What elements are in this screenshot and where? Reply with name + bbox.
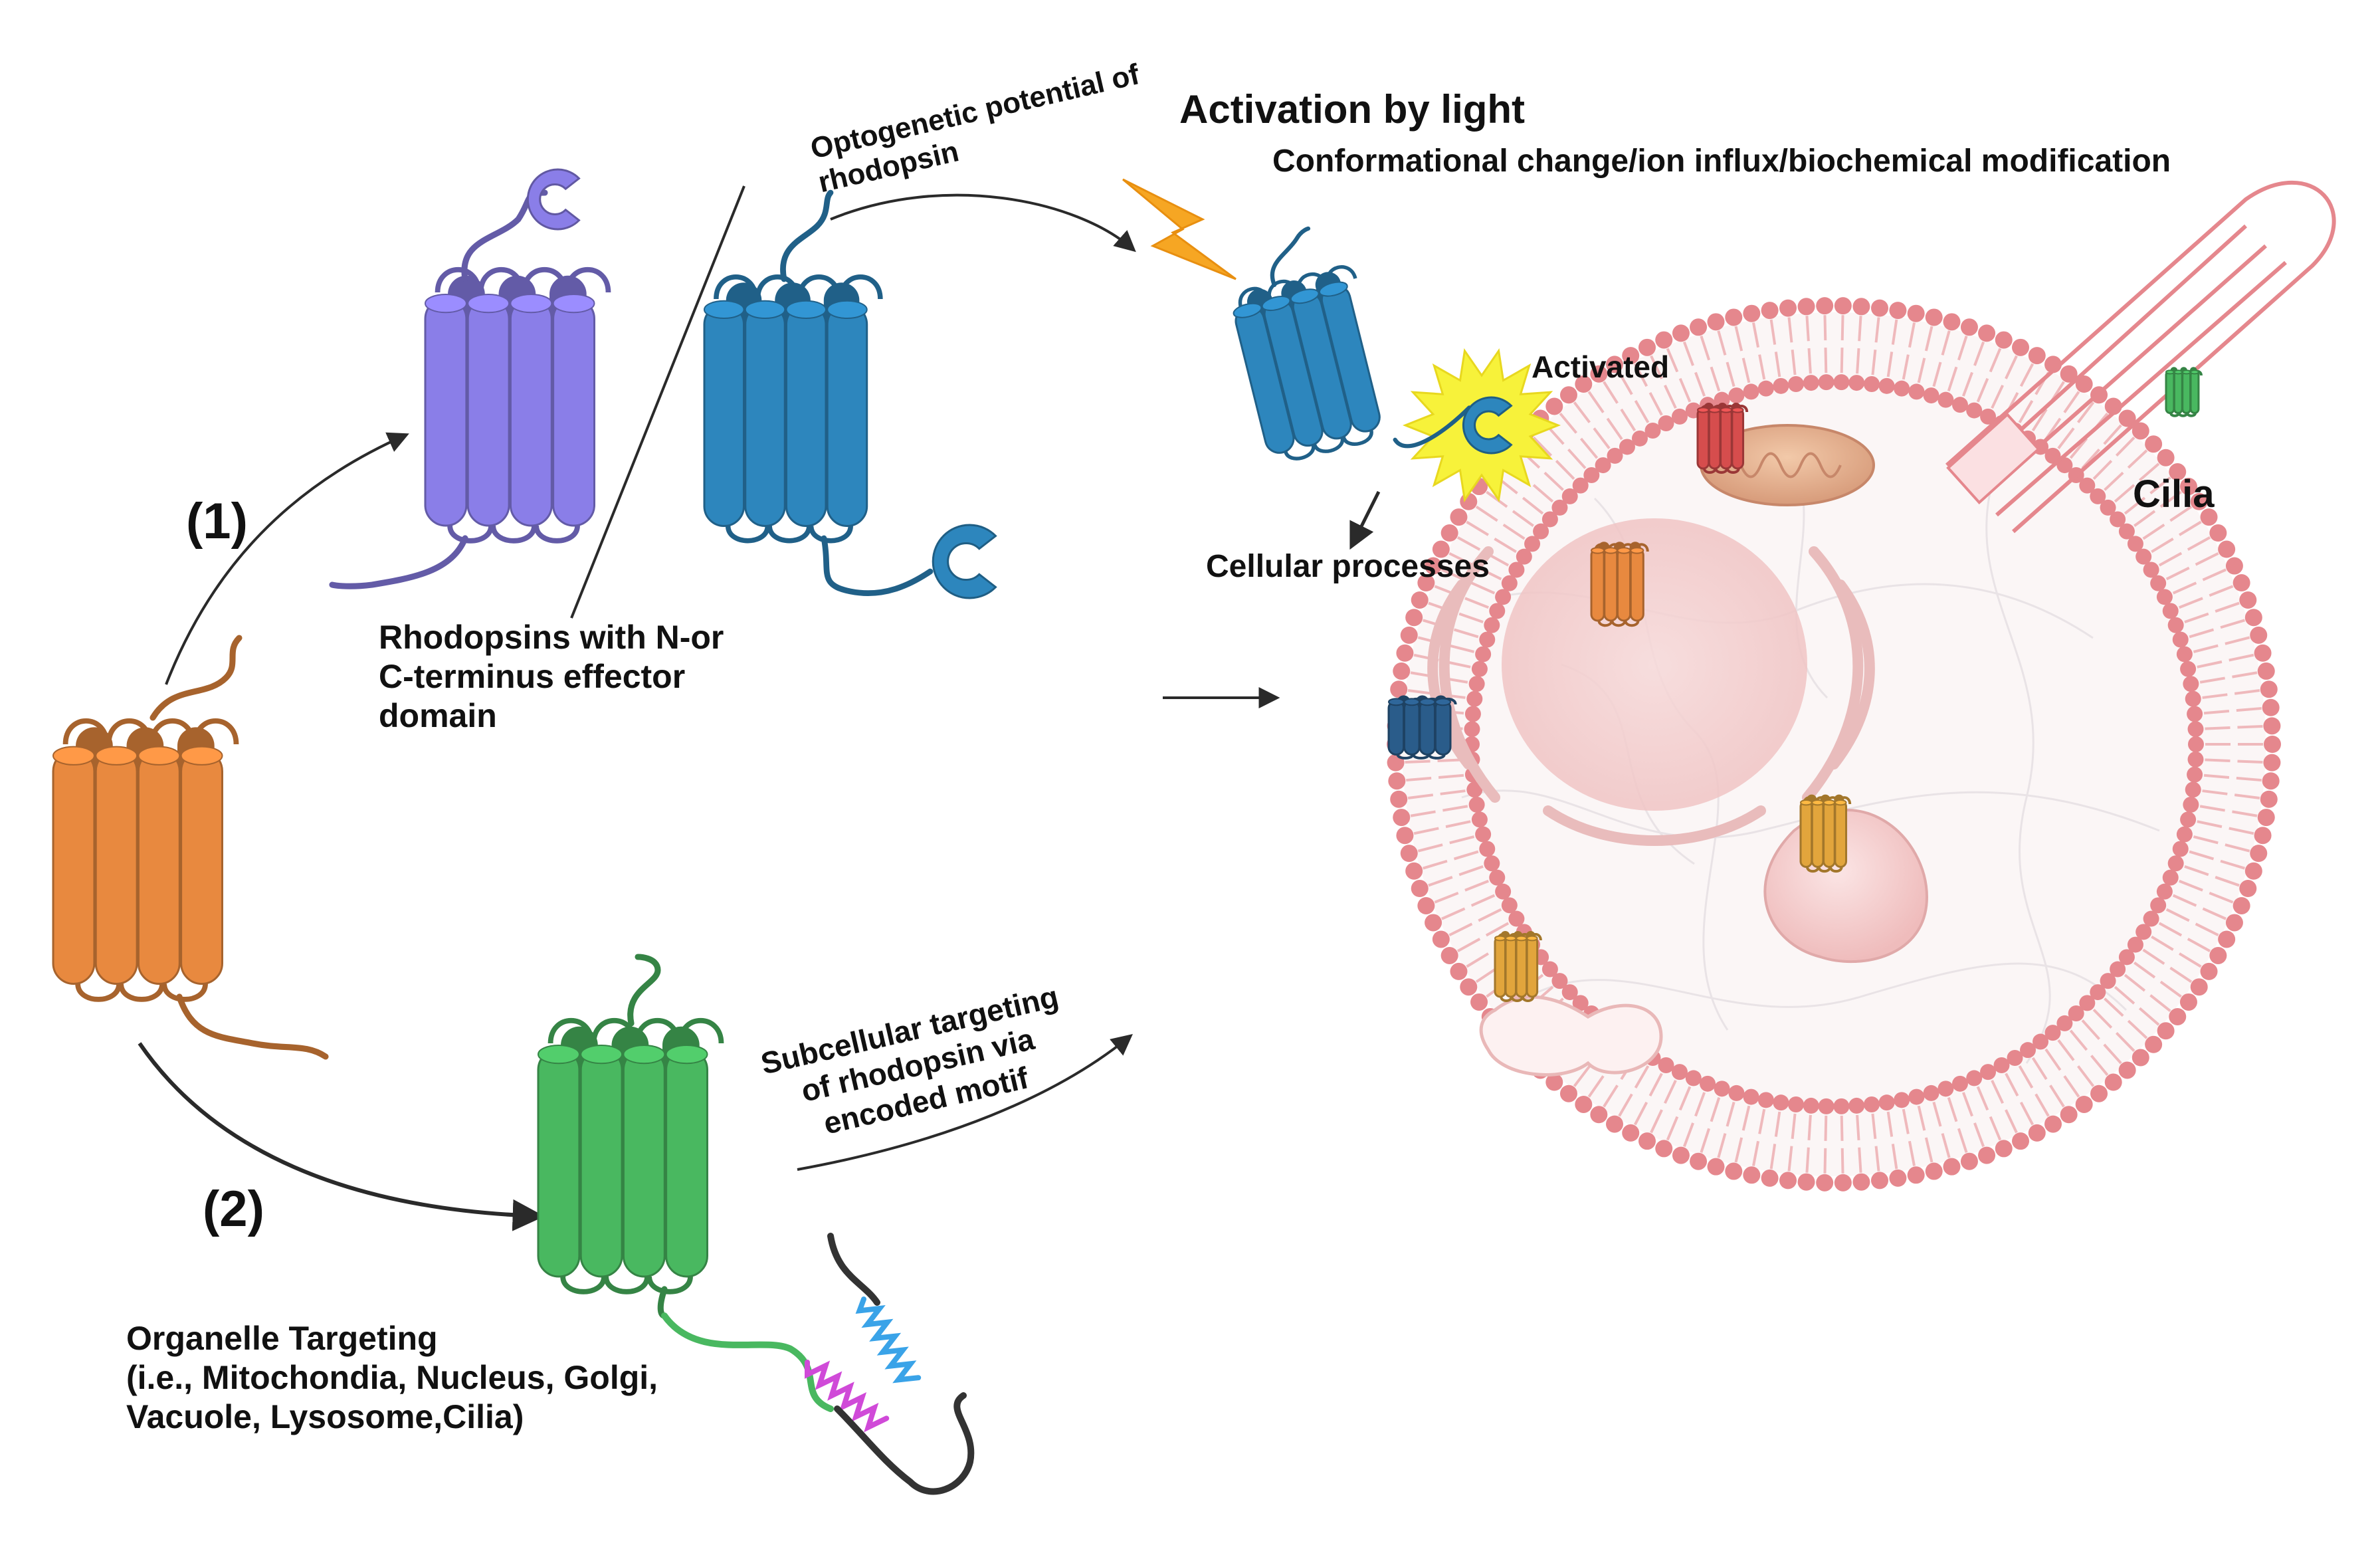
blue-effector-domain <box>932 524 997 599</box>
activated-blue-rhodopsin <box>1233 226 1472 461</box>
nucleus <box>1502 518 1807 811</box>
orange-rhodopsin <box>52 635 329 1060</box>
targeting-motif-icon <box>661 1233 975 1495</box>
organelle-caption: Organelle Targeting (i.e., Mitochondia, … <box>126 1320 658 1435</box>
arrow-step1 <box>165 432 409 685</box>
arrow-subcellular <box>797 1033 1133 1171</box>
activated-effector-domain <box>1462 396 1513 455</box>
arrow-optogenetic <box>830 193 1136 253</box>
arrows <box>138 185 1381 1231</box>
step2-label: (2) <box>203 1181 264 1237</box>
lightning-icon <box>1122 178 1237 280</box>
lysosome-rhodopsin <box>1494 931 1542 1002</box>
activated-burst-icon <box>1402 348 1561 503</box>
golgi-rhodopsin <box>1387 695 1457 760</box>
mitochondria-rhodopsin <box>1696 403 1749 474</box>
activated-label: Activated <box>1532 350 1670 384</box>
activation-title: Activation by light <box>1179 87 1526 132</box>
blue-rhodopsin <box>703 189 934 597</box>
green-rhodopsin <box>537 954 724 1319</box>
effector-caption: Rhodopsins with N-or C-terminus effector… <box>379 619 724 734</box>
divider-line <box>570 185 745 619</box>
cellular-processes-label: Cellular processes <box>1206 549 1490 584</box>
cilia-label: Cilia <box>2133 472 2215 516</box>
golgi <box>1427 546 1875 846</box>
activation-subtitle: Conformational change/ion influx/biochem… <box>1272 144 2171 179</box>
vacuole-rhodopsin <box>1799 794 1852 873</box>
cilium <box>1945 180 2336 534</box>
step1-label: (1) <box>186 493 248 550</box>
rhodopsin-proteins <box>52 168 2203 1319</box>
arrow-cellular-processes <box>1349 490 1381 550</box>
purple-effector-domain <box>526 168 581 231</box>
cilia-rhodopsin <box>2165 367 2203 417</box>
arrow-step2 <box>138 1042 545 1231</box>
lysosome <box>1479 995 1663 1077</box>
purple-rhodopsin <box>329 189 611 589</box>
nucleus-rhodopsin <box>1590 542 1649 627</box>
cell <box>1387 297 2281 1191</box>
